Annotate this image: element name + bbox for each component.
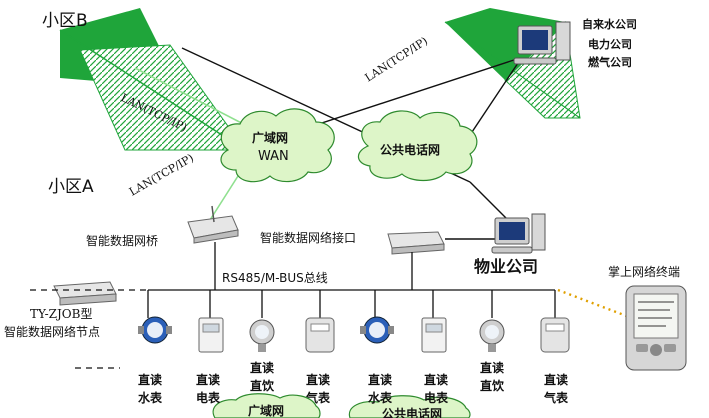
meter-label-2-bottom: 电表 bbox=[196, 390, 221, 405]
meter-label-4-bottom: 气表 bbox=[305, 390, 331, 405]
meter-water-1-icon bbox=[138, 316, 172, 344]
bridge-label: 智能数据网桥 bbox=[86, 233, 158, 248]
meter-label-6-bottom: 电表 bbox=[424, 390, 449, 405]
pstn-cloud bbox=[357, 110, 478, 182]
utility-gas-label: 燃气公司 bbox=[587, 55, 632, 69]
bottom-wan-label: 广域网 bbox=[248, 403, 284, 418]
gateway-label: 智能数据网络接口 bbox=[260, 230, 356, 245]
meter-label-4-top: 直读 bbox=[306, 372, 330, 387]
bottom-pstn-cloud bbox=[348, 395, 471, 418]
meter-label-2-top: 直读 bbox=[196, 372, 220, 387]
meter-water-2-icon bbox=[360, 316, 394, 344]
handheld-label: 掌上网络终端 bbox=[608, 264, 680, 279]
wan-cloud-sub: WAN bbox=[258, 149, 289, 164]
meter-electric-2-icon bbox=[421, 317, 447, 353]
meter-labels: 直读 水表 直读 电表 直读 直饮 直读 气表 直读 水表 直读 电表 直读 直… bbox=[138, 360, 569, 405]
bottom-wan-cloud bbox=[212, 393, 321, 418]
lan-label-left-lower: LAN(TCP/IP) bbox=[127, 151, 196, 198]
meter-label-7-bottom: 直饮 bbox=[480, 378, 505, 393]
lan-label-top: LAN(TCP/IP) bbox=[363, 34, 431, 84]
meter-drinking-2-icon bbox=[479, 319, 505, 352]
network-gateway-device bbox=[387, 231, 445, 255]
zone-b-label: 小区B bbox=[42, 11, 88, 31]
bus-lines bbox=[147, 242, 556, 318]
meter-drinking-1-icon bbox=[249, 319, 275, 352]
meter-label-7-top: 直读 bbox=[480, 360, 504, 375]
bottom-pstn-label: 公共电话网 bbox=[382, 406, 442, 418]
utility-power-label: 电力公司 bbox=[588, 37, 632, 51]
property-company-label: 物业公司 bbox=[474, 257, 538, 276]
meter-label-8-top: 直读 bbox=[544, 372, 568, 387]
network-node-device bbox=[53, 281, 117, 306]
handheld-terminal-icon bbox=[625, 285, 687, 371]
meter-gas-1-icon bbox=[305, 317, 335, 353]
zone-b-plate bbox=[59, 8, 246, 151]
meter-label-5-bottom: 水表 bbox=[368, 390, 393, 405]
node-model-label: TY-ZJOB型 bbox=[30, 307, 92, 321]
data-bridge-device bbox=[187, 205, 239, 244]
zone-a-label: 小区A bbox=[48, 177, 94, 197]
meter-label-5-top: 直读 bbox=[368, 372, 392, 387]
meter-label-8-bottom: 气表 bbox=[543, 390, 569, 405]
pstn-cloud-label: 公共电话网 bbox=[380, 142, 440, 157]
meter-gas-2-icon bbox=[540, 317, 570, 353]
meter-label-6-top: 直读 bbox=[424, 372, 448, 387]
utility-water-label: 自来水公司 bbox=[582, 17, 637, 31]
utility-computer-icon bbox=[513, 21, 571, 65]
dashed-bus-lines bbox=[30, 289, 148, 369]
bus-label: RS485/M-BUS总线 bbox=[222, 271, 328, 285]
meter-label-3-bottom: 直饮 bbox=[250, 378, 275, 393]
meter-label-3-top: 直读 bbox=[250, 360, 274, 375]
meter-label-1-top: 直读 bbox=[138, 372, 162, 387]
node-name-label: 智能数据网络节点 bbox=[4, 324, 100, 339]
meter-electric-1-icon bbox=[198, 317, 224, 353]
property-computer-icon bbox=[491, 213, 546, 254]
meter-label-1-bottom: 水表 bbox=[138, 390, 163, 405]
wireless-link bbox=[557, 288, 633, 320]
wan-cloud-title: 广域网 bbox=[252, 130, 288, 145]
wan-cloud bbox=[220, 108, 335, 183]
